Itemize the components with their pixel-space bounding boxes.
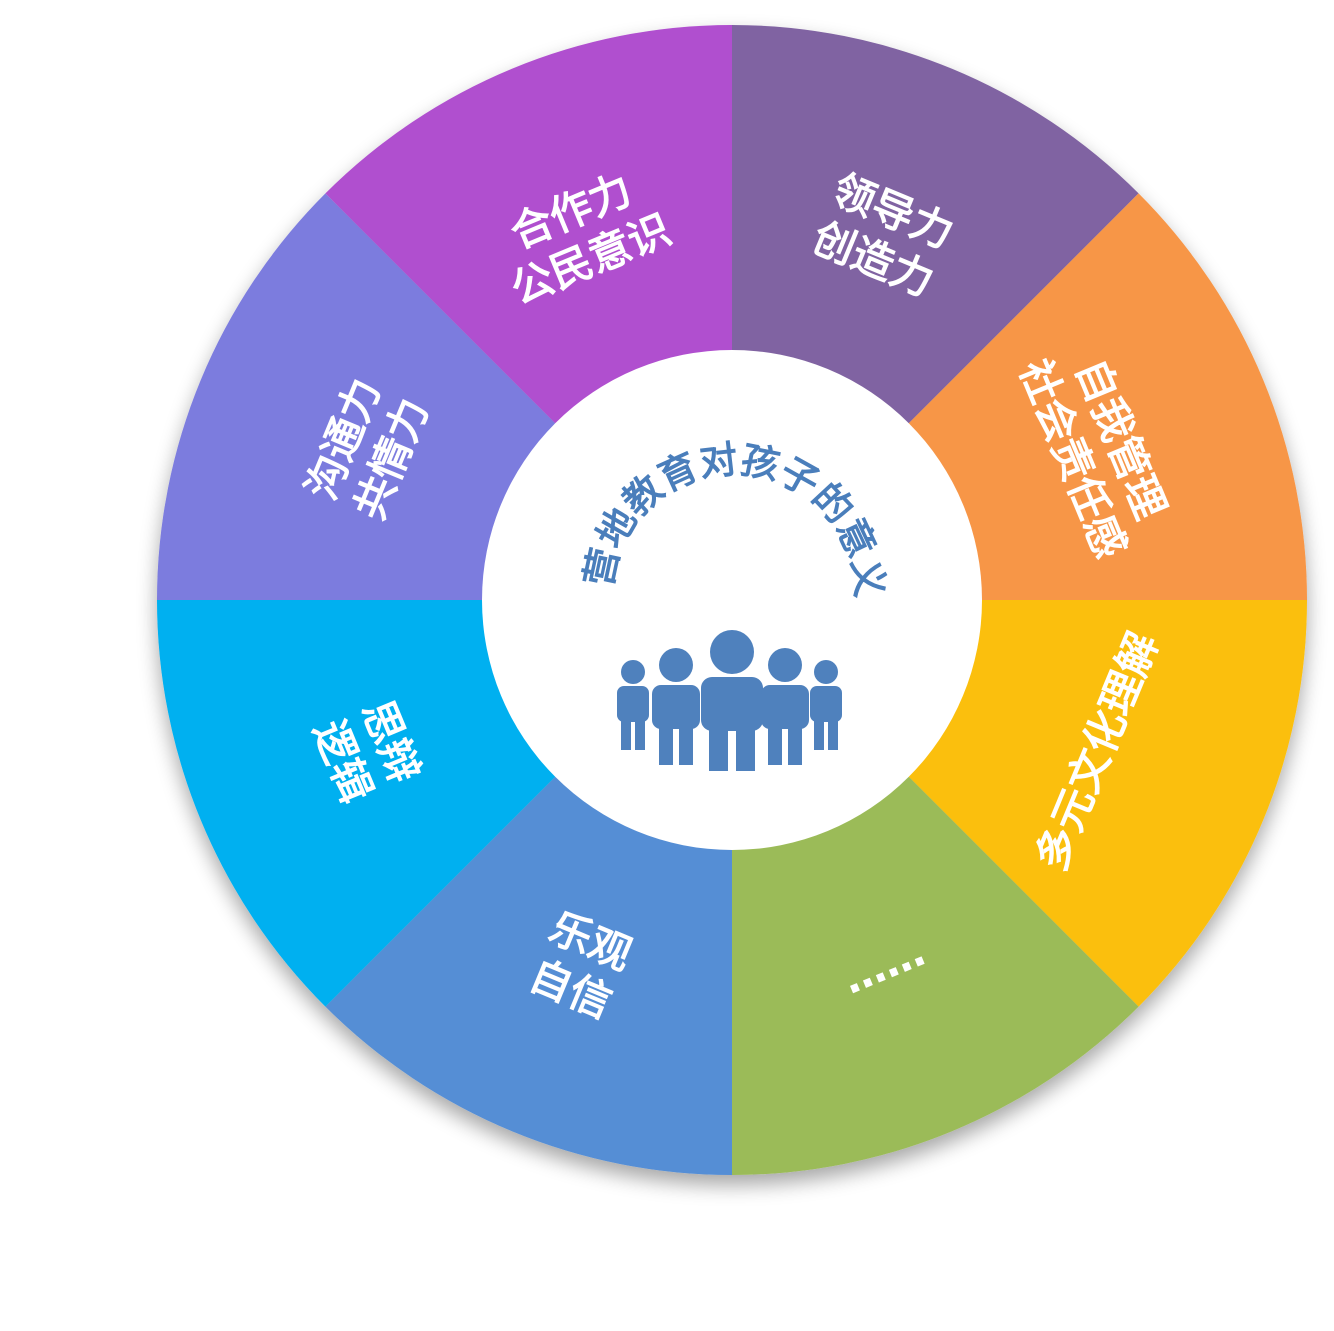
center-hub: 营地教育对孩子的意义 [482, 350, 982, 850]
people-group-icon [617, 630, 842, 771]
center-circle [482, 350, 982, 850]
